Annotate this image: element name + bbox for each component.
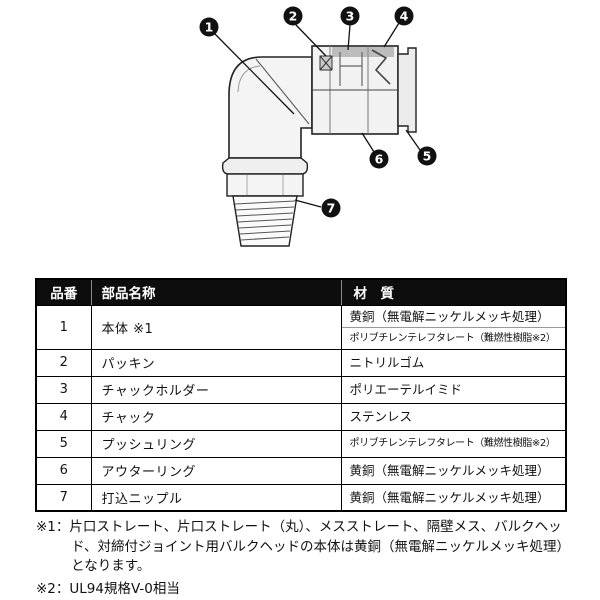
part-name: パッキン bbox=[90, 348, 342, 377]
thread-section bbox=[232, 195, 298, 247]
part-number: 1 bbox=[35, 304, 92, 350]
material-cell: 黄銅（無電解ニッケルメッキ処理） bbox=[340, 483, 567, 512]
material-cell: ポリエーテルイミド bbox=[340, 375, 567, 404]
thread-lines bbox=[234, 200, 296, 241]
part-number: 7 bbox=[35, 483, 92, 512]
table-header-row: 品番 部品名称 材 質 bbox=[35, 278, 567, 306]
header-material: 材 質 bbox=[340, 278, 567, 306]
material-cell: ニトリルゴム bbox=[340, 348, 567, 377]
header-part-name: 部品名称 bbox=[90, 278, 342, 306]
callout-1-label: 1 bbox=[205, 20, 214, 35]
callout-4-label: 4 bbox=[400, 9, 409, 24]
material-text: ニトリルゴム bbox=[349, 355, 425, 370]
part-number: 6 bbox=[35, 456, 92, 485]
footnotes: ※1：片口ストレート、片口ストレート（丸）、メスストレート、隔壁メス、バルクヘッ… bbox=[36, 518, 570, 599]
callout-7-label: 7 bbox=[327, 201, 336, 216]
material-cell: ステンレス bbox=[340, 402, 567, 431]
material-cell: 黄銅（無電解ニッケルメッキ処理） ポリブチレンテレフタレート（難燃性樹脂※2） bbox=[340, 304, 567, 350]
section-shading bbox=[332, 47, 394, 57]
chuck-holder-shape bbox=[339, 52, 363, 86]
callout-3-label: 3 bbox=[346, 9, 355, 24]
part-number: 3 bbox=[35, 375, 92, 404]
part-name: プッシュリング bbox=[90, 429, 342, 458]
fitting-diagram: 1 2 3 4 5 bbox=[199, 6, 437, 247]
material-text: ポリエーテルイミド bbox=[349, 382, 463, 397]
header-part-number: 品番 bbox=[35, 278, 92, 306]
part-name: チャック bbox=[90, 402, 342, 431]
callout-6-label: 6 bbox=[375, 152, 384, 167]
part-name: 本体 ※1 bbox=[90, 304, 342, 350]
material-text: ポリブチレンテレフタレート（難燃性樹脂※2） bbox=[349, 438, 556, 449]
callout-1: 1 bbox=[199, 17, 295, 115]
callout-6: 6 bbox=[361, 132, 389, 169]
footnote-1: ※1：片口ストレート、片口ストレート（丸）、メスストレート、隔壁メス、バルクヘッ… bbox=[36, 519, 564, 575]
push-ring bbox=[397, 47, 417, 133]
collar bbox=[221, 157, 309, 175]
elbow-body bbox=[228, 56, 313, 159]
callouts: 1 2 3 4 5 bbox=[199, 6, 437, 218]
chuck-shape bbox=[371, 49, 391, 85]
part-name: チャックホルダー bbox=[90, 375, 342, 404]
hex-section bbox=[226, 173, 304, 197]
part-number: 4 bbox=[35, 402, 92, 431]
callout-2-label: 2 bbox=[289, 9, 298, 24]
part-number: 2 bbox=[35, 348, 92, 377]
material-text: ステンレス bbox=[349, 409, 413, 424]
part-name: 打込ニップル bbox=[90, 483, 342, 512]
material-text: 黄銅（無電解ニッケルメッキ処理） bbox=[349, 489, 550, 505]
callout-4: 4 bbox=[383, 6, 414, 48]
material-text: 黄銅（無電解ニッケルメッキ処理） bbox=[349, 463, 550, 478]
callout-3: 3 bbox=[340, 6, 360, 51]
material-cell: 黄銅（無電解ニッケルメッキ処理） bbox=[340, 456, 567, 485]
part-name: アウターリング bbox=[90, 456, 342, 485]
footnote-2: ※2：UL94規格V-0相当 bbox=[36, 580, 180, 597]
internal-parts bbox=[319, 49, 391, 86]
callout-7: 7 bbox=[294, 198, 341, 218]
part-number: 5 bbox=[35, 429, 92, 458]
material-text: ポリブチレンテレフタレート（難燃性樹脂※2） bbox=[349, 332, 556, 344]
packing-shape bbox=[319, 55, 333, 71]
callout-5: 5 bbox=[405, 129, 437, 166]
material-cell: ポリブチレンテレフタレート（難燃性樹脂※2） bbox=[340, 429, 567, 458]
material-text: 黄銅（無電解ニッケルメッキ処理） bbox=[341, 306, 565, 328]
callout-5-label: 5 bbox=[423, 149, 432, 164]
callout-2: 2 bbox=[283, 6, 327, 57]
